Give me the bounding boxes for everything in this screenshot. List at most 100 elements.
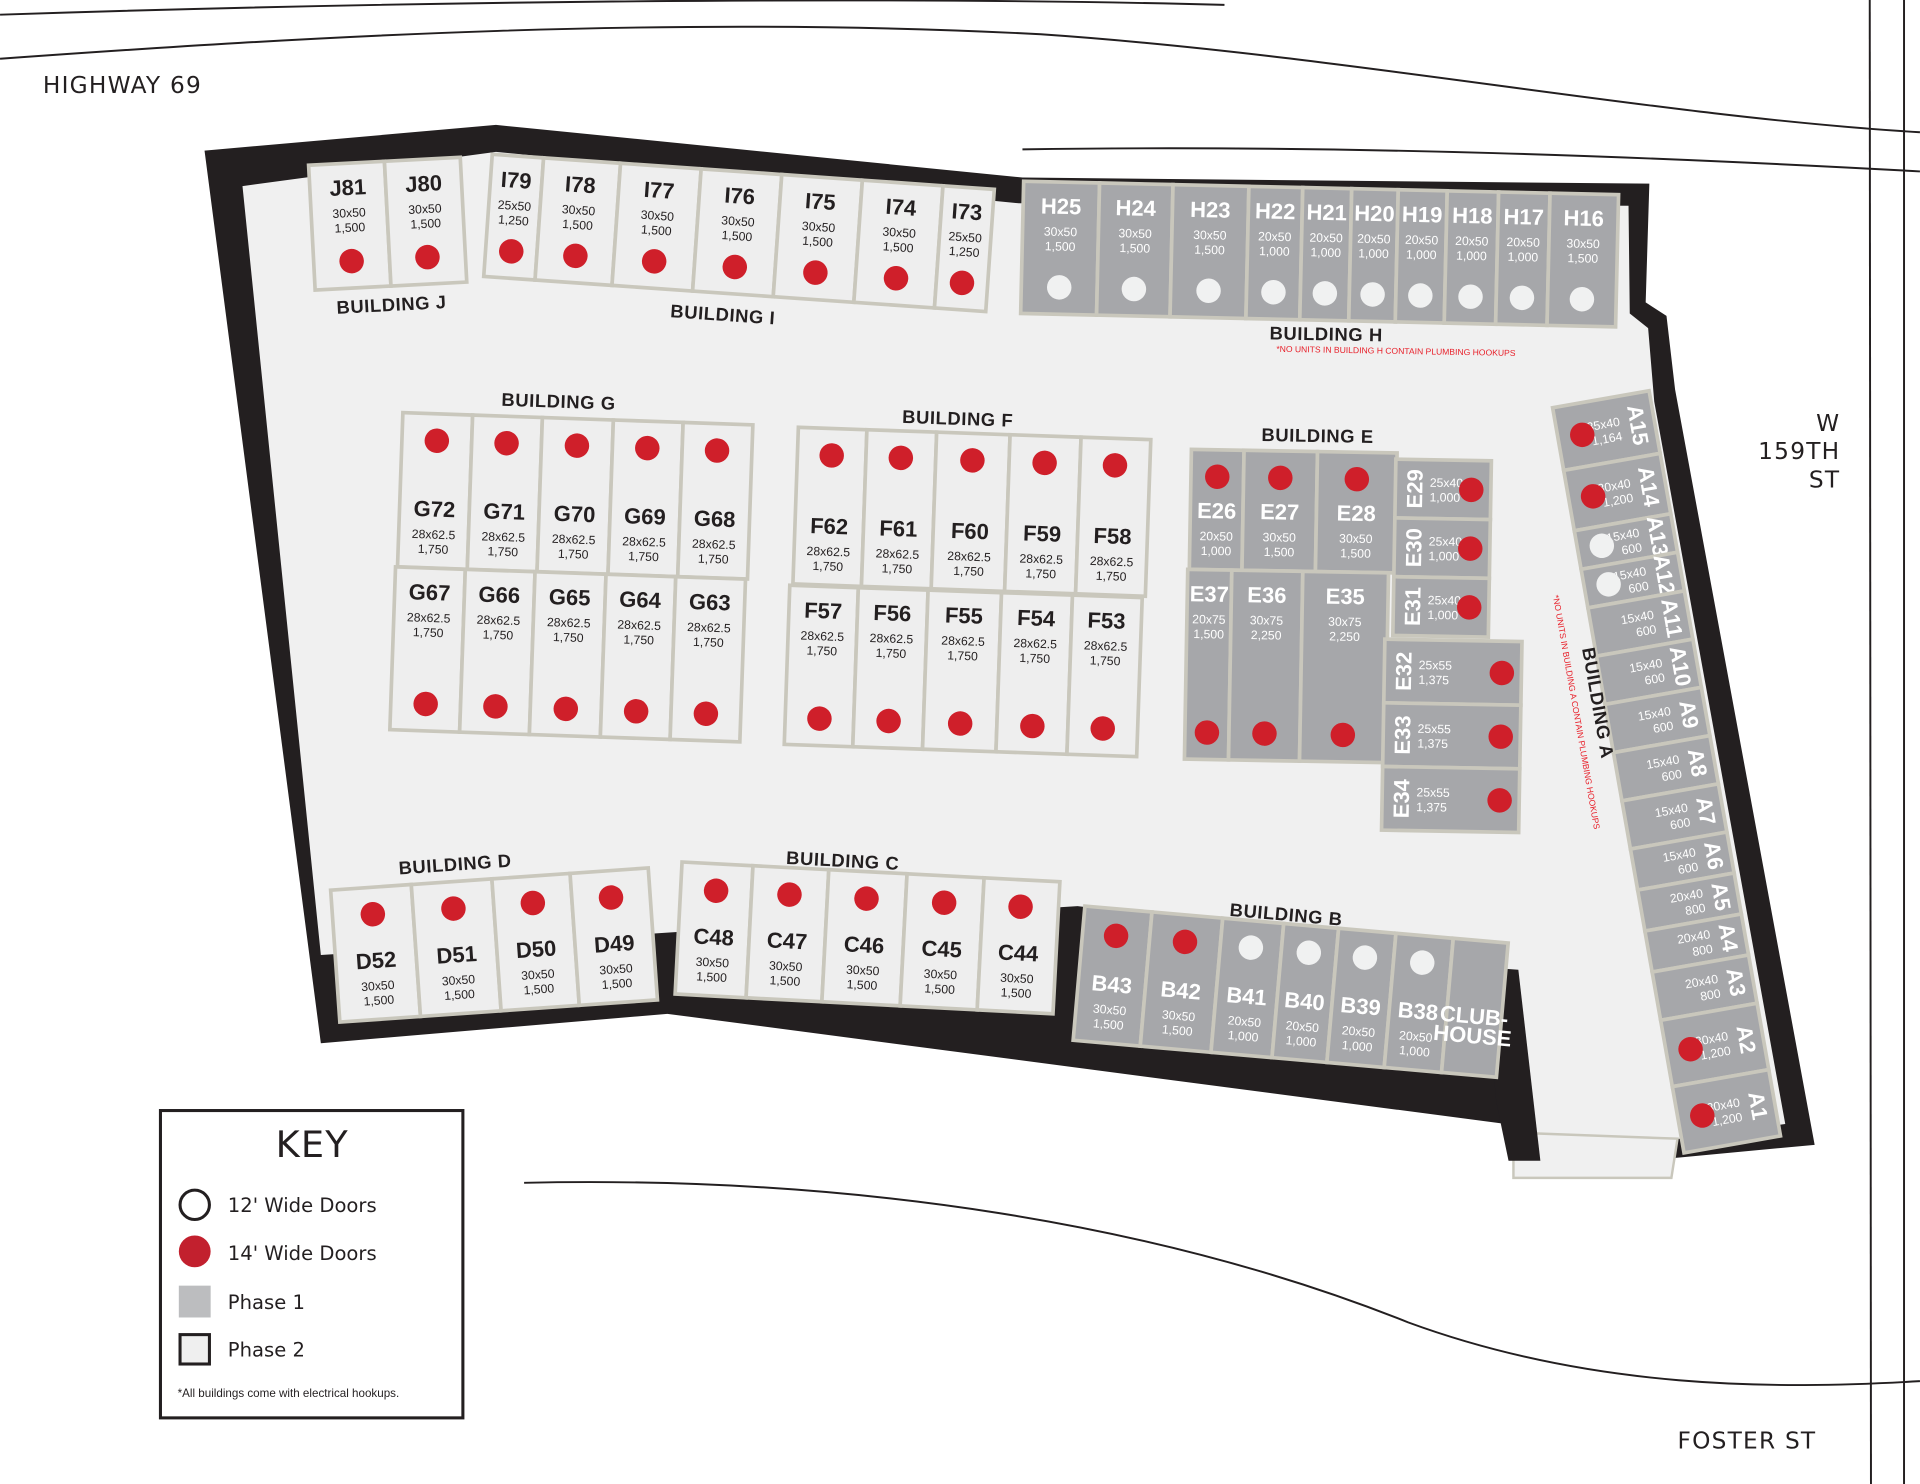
unit-club: CLUB-HOUSE [1432,936,1512,1080]
unit-size: 30x75 [1328,615,1362,630]
unit-sqft: 1,750 [487,544,518,559]
unit-row: I7925x501,250I7830x501,500I7730x501,500I… [481,152,997,314]
wide-door-12ft-icon [1121,276,1147,302]
wide-door-12ft-icon [1410,950,1435,975]
unit-id: I74 [885,194,918,221]
unit-size: 20x40 [1676,927,1711,947]
wide-door-14ft-icon [1459,477,1484,503]
unit-id: E34 [1389,778,1415,818]
wide-door-14ft-icon [635,435,660,461]
unit-sqft: 1,500 [846,977,878,993]
unit-id: H24 [1115,195,1157,221]
wide-door-14ft-icon [553,696,579,722]
unit-sqft: 1,500 [802,234,834,250]
wide-door-14ft-icon [1020,713,1045,739]
wide-door-14ft-icon [563,243,588,269]
unit-size: 35x40 [1586,415,1621,435]
unit-size: 28x62.5 [1090,554,1134,570]
wide-door-14ft-icon [819,443,844,468]
unit-id: B39 [1339,992,1381,1020]
wide-door-14ft-icon [1032,450,1057,476]
unit-sqft: 600 [1660,767,1683,784]
unit-id: A9 [1674,698,1704,730]
key-title: KEY [276,1123,349,1166]
unit-id: E29 [1402,469,1428,509]
unit-sqft: 1,500 [1045,239,1076,254]
building-e: E2620x501,000E2730x501,500E2830x501,500E… [1182,424,1524,835]
unit-size: 28x62.5 [547,615,591,631]
unit-id: D50 [515,935,557,963]
key-note: *All buildings come with electrical hook… [178,1387,400,1400]
unit-id: H17 [1503,204,1544,230]
unit-sqft: 1,200 [1711,1110,1744,1129]
unit-sqft: 1,750 [628,549,659,564]
unit-size: 30x50 [561,202,595,218]
unit-id: A5 [1706,880,1736,912]
unit-size: 25x55 [1416,785,1450,800]
unit-id: H21 [1306,199,1347,225]
wide-door-12ft-icon [1569,286,1595,312]
unit-size: 15x40 [1654,801,1689,821]
unit-box [1439,936,1511,1080]
wide-door-14ft-icon [949,270,975,296]
unit-sqft: 1,500 [769,973,801,989]
unit-row: C4830x501,500C4730x501,500C4630x501,500C… [673,860,1062,1016]
unit-sqft: 1,750 [1090,653,1121,668]
unit-box [932,183,997,314]
unit-id: H22 [1255,198,1296,224]
unit-sqft: 1,500 [334,220,366,236]
unit-size: 30x50 [1339,532,1373,547]
unit-size: 20x40 [1684,972,1719,992]
unit-id: E28 [1336,500,1376,526]
wide-door-12ft-icon [1296,940,1322,965]
unit-sqft: 1,750 [553,630,584,645]
unit-id: C46 [843,931,885,958]
unit-sqft: 1,500 [1340,546,1371,561]
building-f: F6228x62.51,750F6128x62.51,750F6028x62.5… [782,406,1153,759]
unit-sqft: 1,500 [924,981,956,997]
road-line [524,1181,1920,1387]
unit-size: 30x50 [1262,530,1296,545]
unit-id: I73 [951,198,983,225]
unit-id: A6 [1699,839,1729,871]
unit-id: F56 [873,600,912,626]
building-c: C4830x501,500C4730x501,500C4630x501,500C… [673,847,1062,1016]
building-i: I7925x501,250I7830x501,500I7730x501,500I… [481,152,997,328]
unit-id: B40 [1283,987,1325,1015]
unit-size: 28x62.5 [1019,551,1063,567]
unit-size: 30x50 [1193,228,1227,243]
unit-sqft: 1,750 [1025,566,1056,581]
wide-door-12ft-icon [1408,283,1433,308]
unit-sqft: 1,500 [1193,627,1224,642]
building-g: G7228x62.51,750G7128x62.51,750G7028x62.5… [387,389,755,744]
unit-sqft: 1,500 [1194,243,1225,258]
map-key: KEY 12' Wide Doors 14' Wide Doors Phase … [158,1109,465,1420]
unit-row: H2530x501,500H2430x501,500H2330x501,500H… [1018,179,1621,329]
unit-sqft: 1,000 [1399,1043,1431,1060]
unit-sqft: 600 [1643,670,1666,687]
wide-door-14ft-icon [807,706,832,731]
unit-sqft: 1,750 [1019,651,1050,666]
unit-row: G6728x62.51,750G6628x62.51,750G6528x62.5… [387,565,748,744]
unit-sqft: 1,500 [1567,251,1598,266]
unit-id: E26 [1197,498,1237,524]
